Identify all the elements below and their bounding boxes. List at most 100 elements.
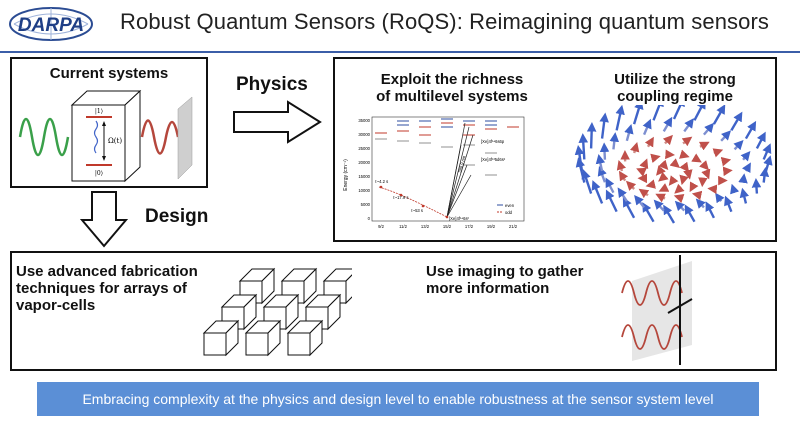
ytick-0: 0 (368, 216, 371, 221)
spin-arrow (691, 190, 703, 201)
spin-arrow (609, 132, 620, 150)
ytick-10000: 10000 (358, 188, 370, 193)
spin-arrow (762, 143, 772, 160)
spin-arrow (591, 180, 604, 204)
spin-arrow (698, 160, 709, 171)
spin-arrow (744, 120, 757, 140)
spin-arrow (705, 201, 715, 219)
ground-config-label: [Xe]4f¹⁴6s² (449, 216, 470, 221)
spin-arrow (701, 168, 711, 180)
lifetime-label-3: τ~53 s (411, 208, 423, 213)
spin-arrow (759, 166, 770, 183)
xtick-17-2: 17/2 (465, 224, 474, 229)
spin-arrow (617, 187, 628, 202)
spin-arrow (730, 183, 740, 195)
ytick-30000: 30000 (358, 132, 370, 137)
lifetime-label-1: τ~4.2 s (375, 179, 388, 184)
ytick-5000: 5000 (361, 202, 371, 207)
spin-arrow (674, 183, 685, 194)
spin-arrow (658, 159, 669, 171)
fabrication-heading-line1: Use advanced fabrication (16, 263, 198, 280)
spin-arrow (724, 195, 734, 213)
spin-arrow (693, 105, 706, 121)
fabrication-heading: Use advanced fabrication techniques for … (16, 263, 226, 314)
physics-panel: Exploit the richness of multilevel syste… (333, 57, 777, 242)
spin-arrow (741, 162, 751, 174)
spin-arrow (663, 204, 676, 224)
spin-arrow (638, 188, 650, 199)
vapor-cell (245, 332, 269, 356)
imaging-wave-top (621, 280, 683, 306)
spin-arrow (662, 116, 673, 133)
spin-arrow (655, 193, 667, 203)
spin-arrow (679, 149, 690, 159)
wavelength-label: 398.9 nm (457, 155, 466, 174)
spin-arrow (695, 198, 706, 209)
logo-text: DARPA (18, 15, 84, 36)
coupling-heading-line2: coupling regime (617, 88, 733, 105)
config-5d6s-label: [Xe]4f¹³5d6s² (481, 157, 506, 162)
spin-arrow (763, 155, 773, 172)
imaging-heading: Use imaging to gather more information (426, 263, 626, 297)
spin-arrow (674, 200, 686, 212)
spin-arrow (684, 204, 696, 223)
spin-arrow (595, 153, 606, 172)
spin-arrow (644, 136, 654, 148)
spin-arrow (605, 177, 615, 194)
imaging-wave-bottom (621, 324, 683, 350)
spin-arrow (581, 169, 593, 194)
energy-level-plot: Energy (cm⁻¹) 35000 30000 25000 20000 15… (343, 116, 525, 229)
spin-arrow (645, 179, 656, 189)
spin-arrow (740, 150, 751, 162)
spin-arrow (597, 166, 607, 183)
spin-arrow (586, 122, 597, 149)
multilevel-heading-line1: Exploit the richness (380, 71, 524, 88)
imaging-heading-line2: more information (426, 280, 550, 297)
spin-arrow (672, 105, 685, 120)
spin-arrow (679, 174, 689, 186)
current-systems-panel: Current systems |1⟩ |0⟩ Ω(t) (10, 57, 208, 188)
spin-arrow (669, 158, 681, 169)
physics-arrow (233, 100, 322, 144)
xtick-15-2: 15/2 (443, 224, 452, 229)
spin-arrow (738, 173, 748, 184)
xtick-11-2: 11/2 (399, 224, 408, 229)
multilevel-heading: Exploit the richness of multilevel syste… (347, 71, 557, 105)
ytick-15000: 15000 (358, 174, 370, 179)
spin-arrow (658, 183, 670, 192)
spin-vortex-illustration (574, 105, 773, 224)
current-systems-illustration: |1⟩ |0⟩ Ω(t) (18, 89, 193, 183)
design-arrow (80, 191, 128, 248)
spin-arrow (599, 142, 610, 160)
physics-label: Physics (236, 74, 308, 95)
spin-arrow (618, 170, 629, 182)
spin-arrow (720, 130, 732, 142)
spin-arrow (668, 175, 679, 186)
config-6s6p-label: [Xe]4f¹⁴6s6p (481, 139, 505, 144)
input-wave (18, 117, 70, 157)
lifetime-label-2: τ~17.9 s (393, 195, 409, 200)
imaging-heading-line1: Use imaging to gather (426, 263, 584, 280)
vapor-cell (287, 332, 311, 356)
imaging-illustration (621, 255, 693, 365)
spin-arrow (630, 141, 640, 154)
spin-arrow (642, 202, 655, 223)
xtick-13-2: 13/2 (421, 224, 430, 229)
spin-arrow (715, 192, 725, 204)
darpa-logo: DARPA (8, 6, 94, 42)
spin-arrow (679, 161, 690, 173)
spin-arrow (616, 160, 627, 172)
spin-arrow (712, 105, 726, 125)
vapor-cell-array-illustration (202, 267, 352, 357)
spin-arrow (712, 148, 724, 158)
coupling-heading-line1: Utilize the strong (614, 71, 736, 88)
page-title: Robust Quantum Sensors (RoQS): Reimagini… (120, 9, 769, 34)
xtick-19-2: 19/2 (487, 224, 496, 229)
ytick-35000: 35000 (358, 118, 370, 123)
spin-arrow (698, 141, 710, 151)
spin-arrow (683, 169, 693, 180)
xtick-9-2: 9/2 (378, 224, 384, 229)
spin-arrow (691, 153, 702, 163)
current-systems-heading: Current systems (49, 65, 169, 82)
legend-even: even (505, 203, 515, 208)
